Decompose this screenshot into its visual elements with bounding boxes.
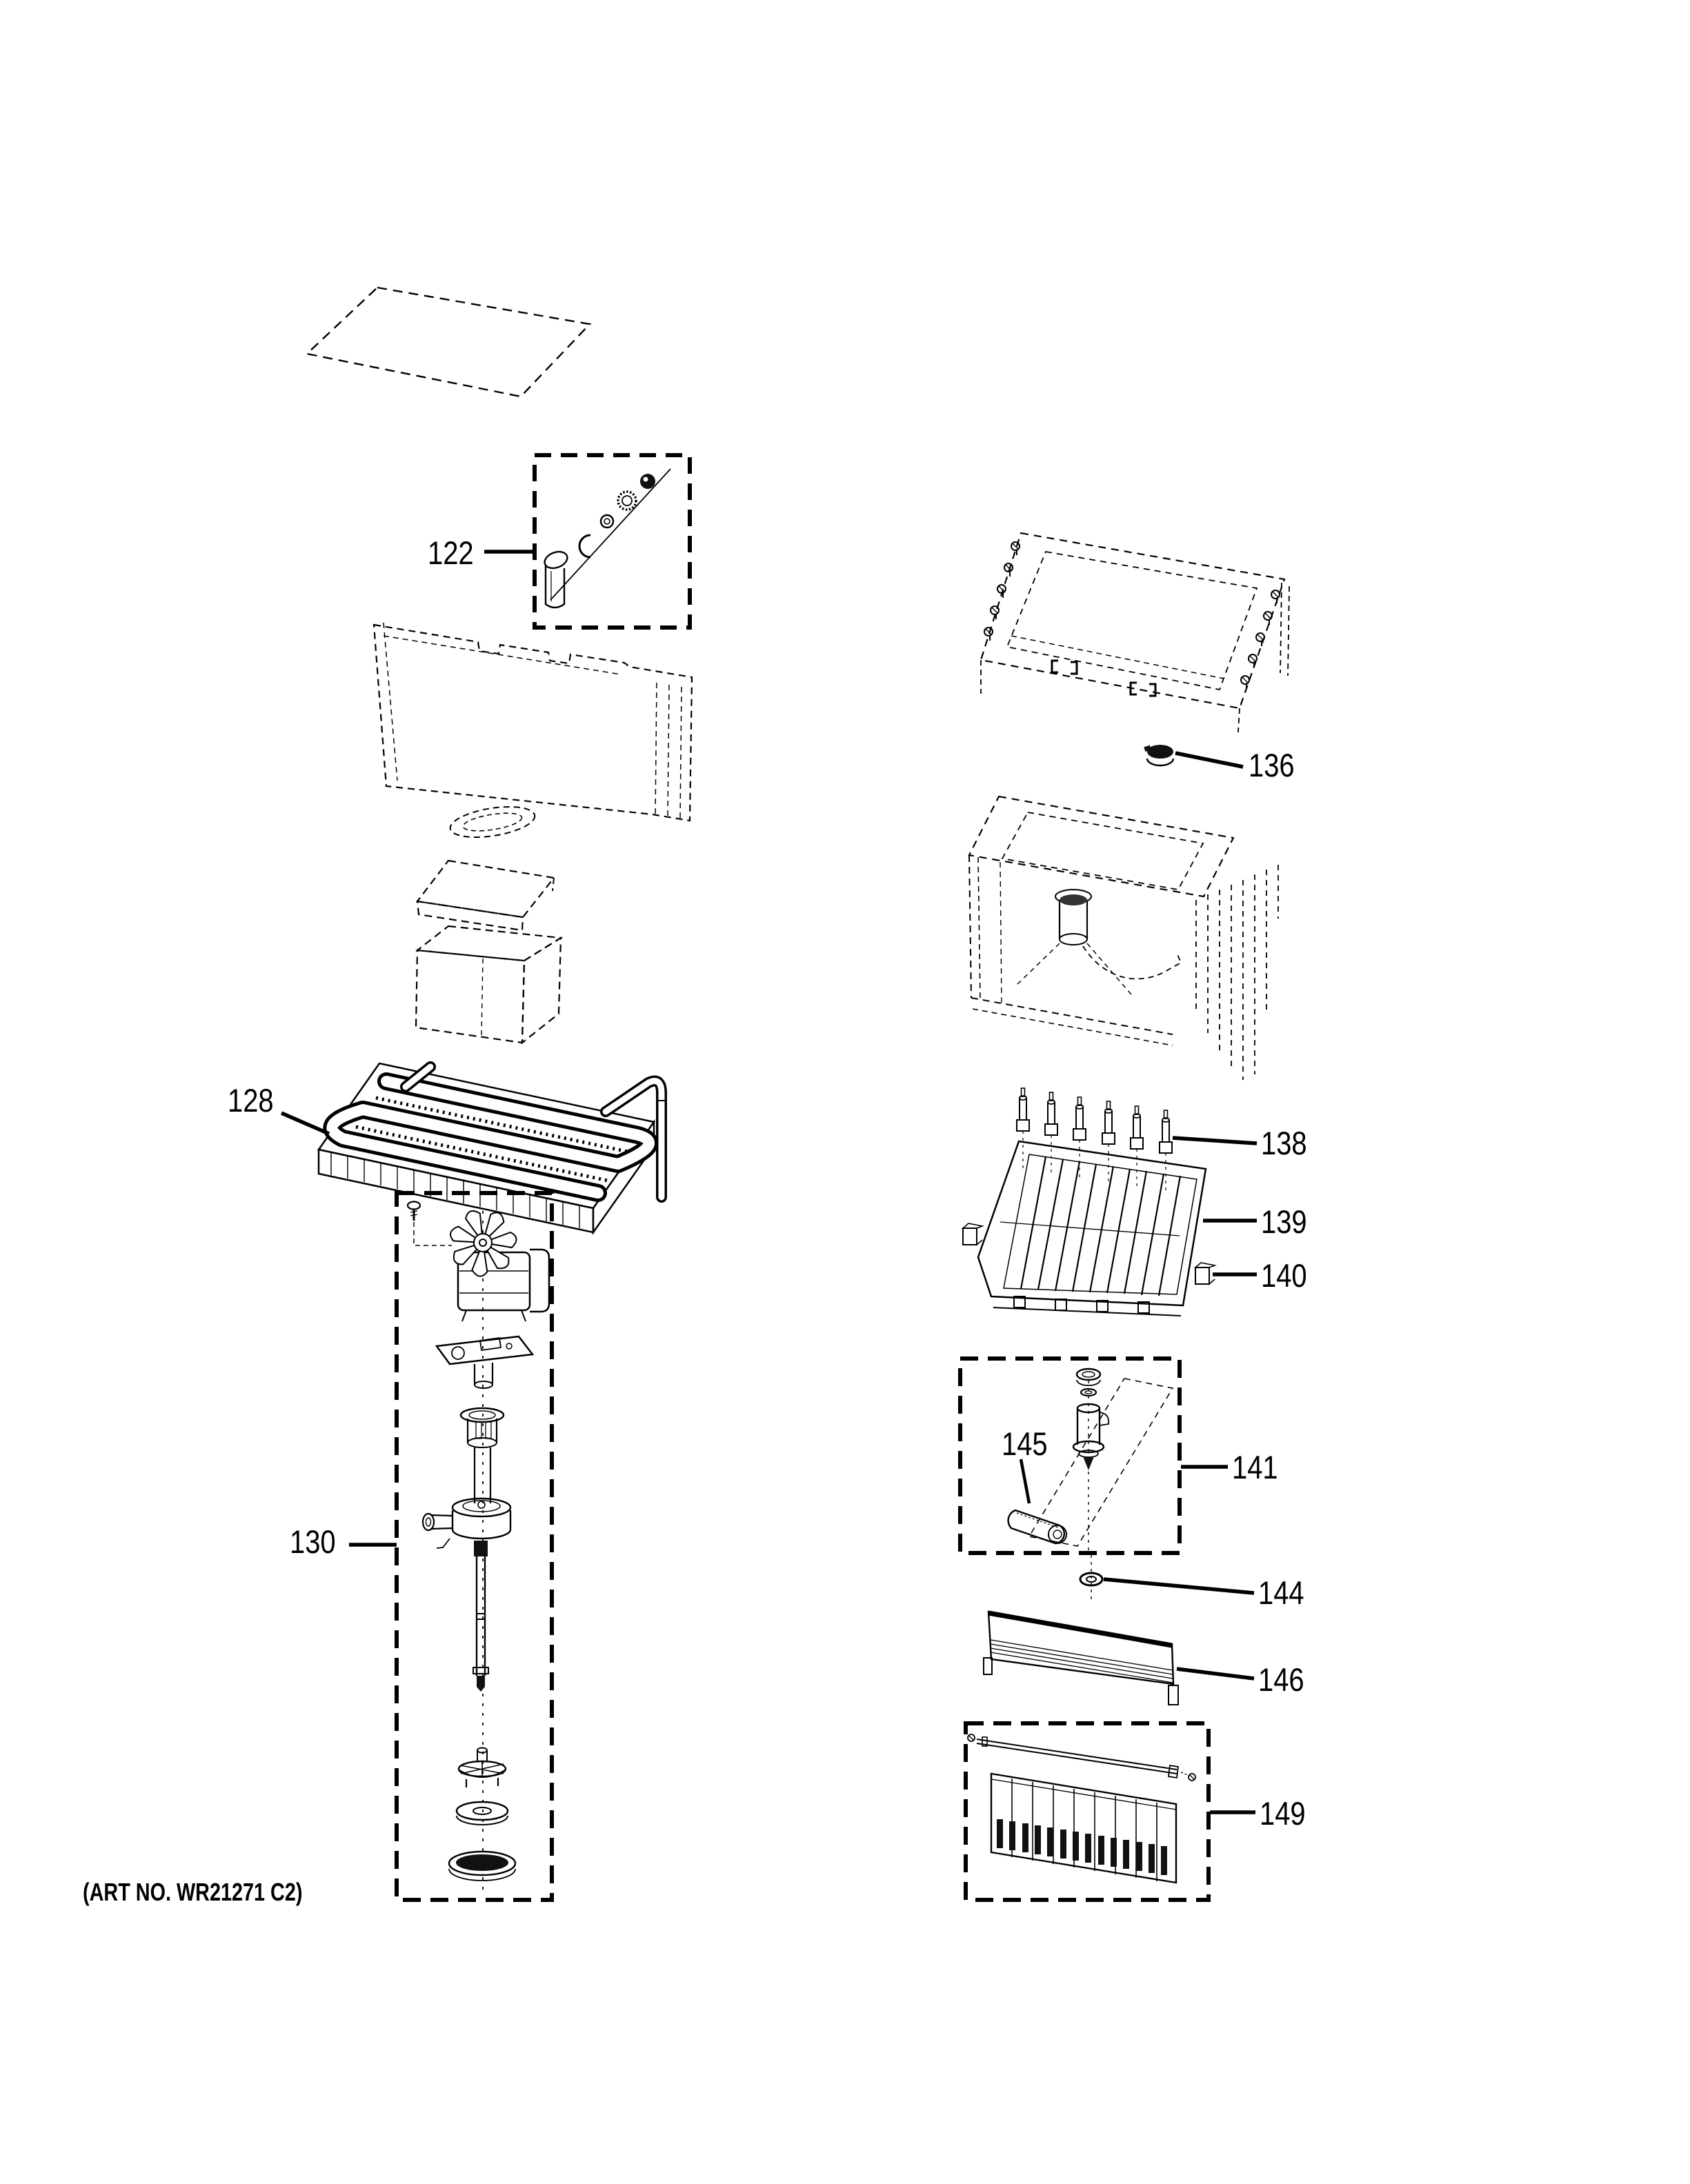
leader-136 bbox=[1175, 751, 1244, 769]
callout-145: 145 bbox=[1002, 1425, 1048, 1462]
filter-disc bbox=[448, 1850, 517, 1881]
cutter-grid bbox=[977, 1140, 1207, 1316]
grommet-cap bbox=[1144, 745, 1175, 767]
ice-bucket-phantom bbox=[415, 925, 564, 1045]
pin bbox=[1044, 1092, 1058, 1176]
crusher-kit-box bbox=[964, 1721, 1211, 1902]
evaporator-coil bbox=[323, 1061, 667, 1203]
deflector-panel bbox=[983, 1610, 1179, 1705]
auger-shaft bbox=[473, 1541, 489, 1692]
leader-128 bbox=[280, 1111, 330, 1136]
callout-136: 136 bbox=[1249, 747, 1295, 783]
lid-phantom bbox=[305, 286, 592, 398]
grid-clip-140 bbox=[1193, 1262, 1217, 1285]
pin bbox=[1102, 1101, 1115, 1185]
art-number: (ART NO. WR21271 C2) bbox=[83, 1878, 303, 1906]
motor-mount-plate bbox=[435, 1335, 535, 1389]
pin bbox=[1159, 1110, 1173, 1194]
callout-130: 130 bbox=[290, 1523, 336, 1560]
mounting-frame-phantom bbox=[980, 532, 1290, 733]
leader-145 bbox=[1019, 1459, 1031, 1504]
rear-panel-phantom bbox=[372, 622, 693, 822]
callout-leaders bbox=[280, 550, 1257, 1814]
pump-housing bbox=[421, 1497, 512, 1549]
bin-auger-hub bbox=[1015, 889, 1182, 995]
valve-cap bbox=[1075, 1367, 1102, 1386]
callout-139: 139 bbox=[1261, 1203, 1307, 1240]
roller-145 bbox=[1007, 1509, 1067, 1545]
leader-138 bbox=[1172, 1136, 1257, 1145]
frame-screws bbox=[984, 541, 1280, 689]
pin bbox=[1130, 1105, 1144, 1190]
gasket-phantom bbox=[449, 805, 536, 839]
callout-128: 128 bbox=[228, 1082, 274, 1119]
fill-tube-kit-box bbox=[533, 453, 692, 630]
grid-pins bbox=[1016, 1088, 1173, 1194]
bin-corrugations bbox=[1195, 865, 1279, 1080]
valve-o-ring bbox=[1080, 1387, 1097, 1397]
callout-122: 122 bbox=[428, 534, 474, 571]
coupler bbox=[459, 1407, 505, 1503]
pin bbox=[1016, 1088, 1030, 1172]
leader-144 bbox=[1103, 1577, 1255, 1595]
fan-auger-kit-box bbox=[395, 1191, 554, 1902]
washer-disc bbox=[455, 1801, 509, 1825]
valve-kit-box bbox=[958, 1356, 1182, 1555]
valve-body bbox=[1072, 1403, 1110, 1470]
pin bbox=[1073, 1096, 1086, 1181]
fan-blade bbox=[450, 1210, 517, 1277]
crusher-shaft bbox=[967, 1734, 1196, 1781]
evaporator bbox=[317, 1061, 667, 1235]
callout-141: 141 bbox=[1232, 1449, 1278, 1485]
crusher-slat-panel bbox=[990, 1772, 1177, 1884]
cover-phantom bbox=[415, 859, 556, 932]
mounting-screw bbox=[406, 1201, 452, 1246]
callout-140: 140 bbox=[1261, 1257, 1307, 1294]
grid-clip-left bbox=[961, 1223, 984, 1245]
o-ring-144 bbox=[1079, 1555, 1104, 1601]
callout-149: 149 bbox=[1260, 1795, 1306, 1832]
callout-144: 144 bbox=[1258, 1574, 1304, 1611]
impeller bbox=[457, 1747, 507, 1787]
ice-bin-phantom bbox=[968, 795, 1279, 1080]
callout-138: 138 bbox=[1261, 1125, 1307, 1161]
fill-tube-assembly bbox=[544, 468, 671, 609]
leader-146 bbox=[1176, 1667, 1255, 1681]
callout-146: 146 bbox=[1258, 1661, 1304, 1698]
